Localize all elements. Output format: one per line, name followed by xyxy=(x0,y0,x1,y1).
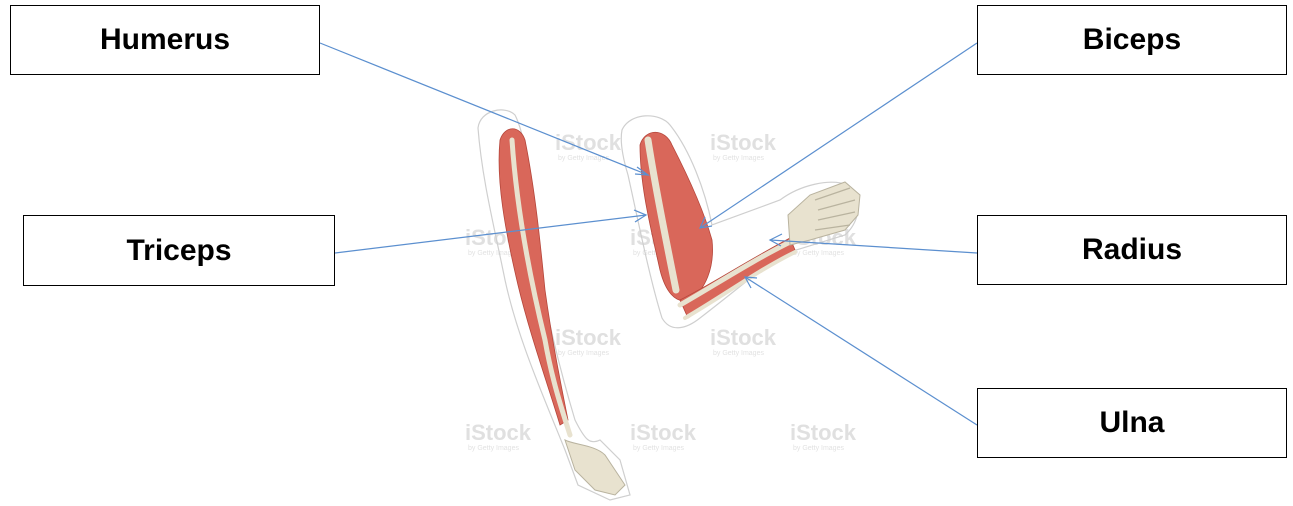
watermark-brand: iStock xyxy=(465,420,532,445)
ulna-leader-line xyxy=(745,277,977,425)
watermark-credit: by Getty Images xyxy=(558,350,609,357)
label-humerus: Humerus xyxy=(10,5,320,75)
watermark-brand: iStock xyxy=(790,420,857,445)
watermark-credit: by Getty Images xyxy=(468,445,519,452)
watermark-brand: iStock xyxy=(630,420,697,445)
watermark-credit: by Getty Images xyxy=(633,445,684,452)
watermark-credit: by Getty Images xyxy=(793,250,844,257)
label-radius: Radius xyxy=(977,215,1287,285)
watermark-brand: iStock xyxy=(710,325,777,350)
humerus-leader-line xyxy=(320,43,648,175)
watermark-brand: iStock xyxy=(710,130,777,155)
watermark-credit: by Getty Images xyxy=(793,445,844,452)
watermark-credit: by Getty Images xyxy=(713,155,764,162)
hand-bones xyxy=(565,440,625,495)
label-biceps: Biceps xyxy=(977,5,1287,75)
watermark-brand: iStock xyxy=(555,325,622,350)
label-ulna: Ulna xyxy=(977,388,1287,458)
label-triceps: Triceps xyxy=(23,215,335,286)
watermark-credit: by Getty Images xyxy=(713,350,764,357)
